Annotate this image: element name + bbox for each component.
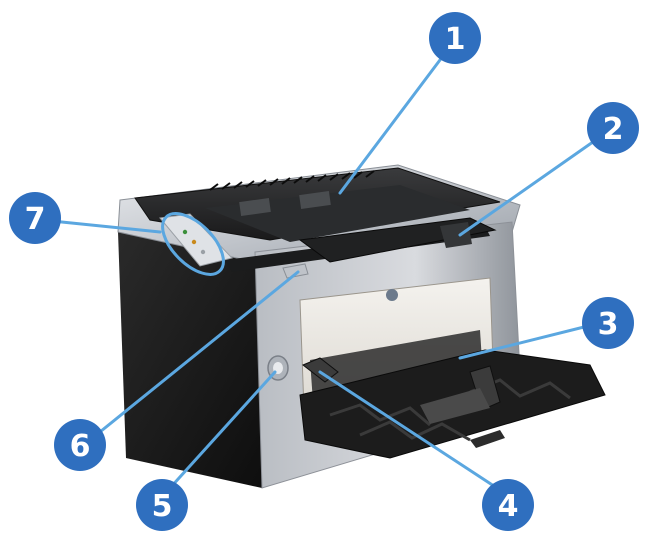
callout-3-label: 3 [598, 307, 619, 342]
callout-2-label: 2 [603, 112, 624, 147]
callout-6: 6 [54, 419, 106, 471]
callout-4: 4 [482, 479, 534, 531]
callout-1-label: 1 [445, 22, 466, 57]
callout-5: 5 [136, 479, 188, 531]
callout-4-label: 4 [498, 489, 519, 524]
callout-7-label: 7 [25, 202, 46, 237]
callout-6-label: 6 [70, 429, 91, 464]
callout-3: 3 [582, 297, 634, 349]
callout-5-label: 5 [152, 489, 173, 524]
callout-2: 2 [587, 102, 639, 154]
callout-1: 1 [429, 12, 481, 64]
callout-leader-2 [460, 130, 610, 235]
callout-7: 7 [9, 192, 61, 244]
